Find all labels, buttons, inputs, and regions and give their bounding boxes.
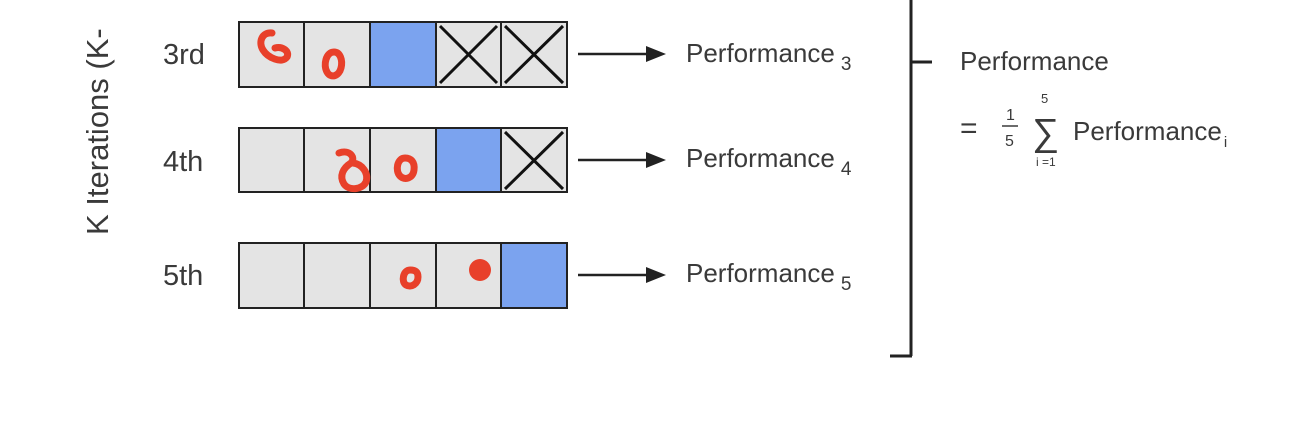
cross-mark	[438, 24, 499, 85]
test-fold-cell	[369, 21, 437, 88]
row-label-3rd: 3rd	[163, 39, 205, 71]
fraction-denominator: 5	[1005, 133, 1014, 150]
annotation-mark	[321, 48, 346, 80]
arrow	[578, 46, 666, 62]
test-fold-cell	[435, 127, 502, 193]
fold-cell	[303, 242, 371, 309]
fold-cells-3rd	[238, 21, 568, 88]
fold-cells-5th	[238, 242, 568, 309]
annotation-dot	[469, 259, 491, 281]
sum-upper-limit: 5	[1041, 91, 1048, 106]
sum-symbol: ∑	[1032, 112, 1059, 154]
fold-cell	[435, 242, 502, 309]
fold-cell	[238, 127, 305, 193]
fraction-numerator: 1	[1006, 107, 1015, 124]
arrow	[578, 152, 666, 168]
fold-cell	[303, 127, 371, 193]
red-annotations	[399, 259, 491, 290]
sum-lower-limit: i =1	[1036, 155, 1056, 169]
axis-label: K Iterations (K-	[80, 28, 115, 235]
row-label-5th: 5th	[163, 260, 203, 292]
annotation-mark	[257, 29, 292, 64]
red-annotations	[335, 148, 418, 193]
cross-mark	[503, 24, 565, 85]
fold-cell	[238, 242, 305, 309]
annotation-mark	[393, 154, 418, 182]
summary-title: Performance	[960, 46, 1109, 76]
equals-sign: =	[960, 112, 978, 145]
row-label-4th: 4th	[163, 146, 203, 178]
annotation-mark	[399, 266, 422, 290]
cross-mark	[503, 130, 565, 191]
red-annotations	[257, 29, 346, 80]
arrow	[578, 267, 666, 283]
annotation-mark	[335, 148, 371, 193]
grouping-bracket	[890, 0, 932, 358]
test-fold-cell	[500, 242, 568, 309]
